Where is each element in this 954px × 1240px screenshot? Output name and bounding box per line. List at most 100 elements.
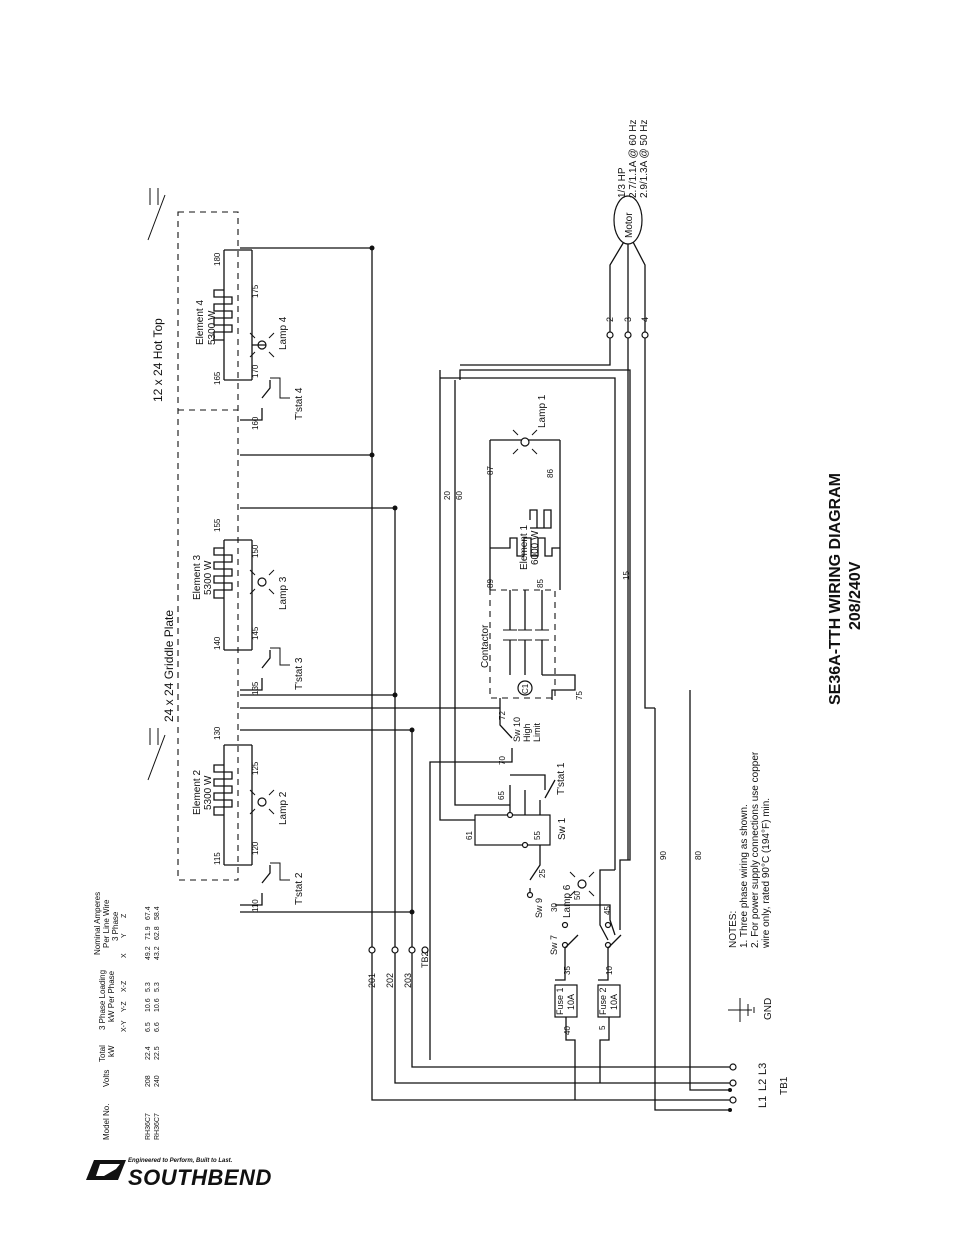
contactor-label: Contactor [480,624,491,668]
sw1-label: Sw 1 [557,817,568,840]
svg-text:71.9: 71.9 [145,926,152,940]
svg-text:62.8: 62.8 [154,926,161,940]
svg-text:Lamp 1: Lamp 1 [537,394,548,428]
tb1-terminal-l1 [729,1096,737,1104]
svg-text:X-Y: X-Y [121,1020,128,1032]
motor-terminal-4 [641,331,649,339]
svg-text:72: 72 [498,711,507,720]
svg-text:L3: L3 [757,1063,769,1075]
svg-text:10: 10 [605,966,614,975]
svg-text:T'stat 4: T'stat 4 [294,387,305,420]
bus-203 [240,729,730,1068]
svg-text:35: 35 [563,966,572,975]
svg-text:Nominal Amperes: Nominal Amperes [93,892,102,955]
svg-text:Sw 7: Sw 7 [549,935,559,955]
svg-text:Fuse 2: Fuse 2 [598,987,608,1015]
svg-text:140: 140 [213,636,222,650]
svg-text:22.5: 22.5 [154,1046,161,1060]
note-3: wire only, rated 90°C (194°F) min. [761,798,772,949]
svg-text:25: 25 [538,869,547,878]
svg-text:55: 55 [533,831,542,840]
svg-text:50: 50 [573,891,582,900]
svg-text:165: 165 [213,371,222,385]
hot-top-marker [147,188,166,241]
svg-text:75: 75 [575,691,584,700]
svg-text:240: 240 [154,1075,161,1087]
svg-text:X-Z: X-Z [121,980,128,992]
bus-201 [240,247,730,1101]
terminal-201 [368,946,376,954]
svg-text:Element 2: Element 2 [192,770,203,815]
svg-text:Sw 10: Sw 10 [512,717,522,742]
svg-text:49.2: 49.2 [145,946,152,960]
svg-text:Lamp 2: Lamp 2 [278,791,289,825]
upper-enclosure [177,211,239,881]
tb1-label: TB1 [779,1076,790,1095]
svg-text:Z: Z [121,913,128,918]
lamp-2-icon [257,797,267,807]
table-row: RH36C7 208 22.4 6.5 10.6 5.3 49.2 71.9 6… [145,906,152,1140]
gnd-label: GND [763,998,774,1020]
svg-text:Y-Z: Y-Z [121,1001,128,1012]
lamp-3-icon [257,577,267,587]
motor-label: Motor [624,212,635,238]
svg-text:6.5: 6.5 [145,1022,152,1032]
svg-text:5: 5 [598,1025,607,1030]
svg-text:T'stat 2: T'stat 2 [294,872,305,905]
svg-text:Limit: Limit [532,722,542,742]
svg-text:kW Per Phase: kW Per Phase [107,970,116,1022]
contactor-coil-icon [517,680,533,696]
svg-text:20: 20 [443,491,452,500]
hot-top-label: 12 x 24 Hot Top [151,318,165,402]
svg-text:86: 86 [546,469,555,478]
svg-text:58.4: 58.4 [154,906,161,920]
svg-text:kW: kW [107,1045,116,1057]
svg-text:6000 W: 6000 W [530,530,541,565]
element-4 [213,289,233,341]
svg-text:160: 160 [251,416,260,430]
svg-text:Model No.: Model No. [102,1104,111,1140]
svg-text:Element 3: Element 3 [192,555,203,600]
note-1: 1. Three phase wiring as shown. [739,804,750,948]
svg-text:T'stat 3: T'stat 3 [294,657,305,690]
svg-text:155: 155 [213,518,222,532]
terminal-203 [408,946,416,954]
svg-text:RH36C7: RH36C7 [145,1113,152,1140]
bus-202 [240,507,730,1084]
svg-text:Total: Total [98,1045,107,1062]
svg-text:Lamp 3: Lamp 3 [278,576,289,610]
southbend-logo-mark [86,1160,126,1180]
svg-text:Per Line Wire: Per Line Wire [102,899,111,948]
svg-text:1/3 HP: 1/3 HP [617,167,628,198]
element-1-box [529,509,552,529]
svg-text:Y: Y [121,933,128,938]
svg-text:15: 15 [622,571,631,580]
svg-text:3 Phase Loading: 3 Phase Loading [98,970,107,1030]
lamp-1-icon [520,437,530,447]
svg-text:203: 203 [403,973,413,988]
svg-text:87: 87 [486,466,495,475]
svg-text:208: 208 [145,1075,152,1087]
svg-text:5300 W: 5300 W [203,775,214,810]
svg-text:Lamp 4: Lamp 4 [278,316,289,350]
element-1 [490,537,560,557]
brand-tagline: Engineered to Perform, Built to Last. [128,1158,233,1164]
svg-text:40: 40 [563,1026,572,1035]
svg-text:Volts: Volts [102,1070,111,1087]
svg-text:45: 45 [603,906,612,915]
ground-icon [728,998,755,1022]
svg-text:High: High [522,723,532,742]
table-row: RH36C7 240 22.5 6.6 10.6 5.3 43.2 62.8 5… [154,906,161,1140]
svg-text:110: 110 [251,899,260,912]
svg-text:5.3: 5.3 [145,982,152,992]
svg-text:2.7/1.1A @ 60 Hz: 2.7/1.1A @ 60 Hz [628,119,639,198]
svg-text:C1: C1 [521,683,530,694]
svg-text:65: 65 [497,791,506,800]
svg-text:10.6: 10.6 [154,998,161,1012]
note-2: 2. For power supply connections use copp… [750,751,761,948]
terminal-202 [391,946,399,954]
contactor-enclosure [489,589,556,699]
svg-text:175: 175 [251,284,260,298]
